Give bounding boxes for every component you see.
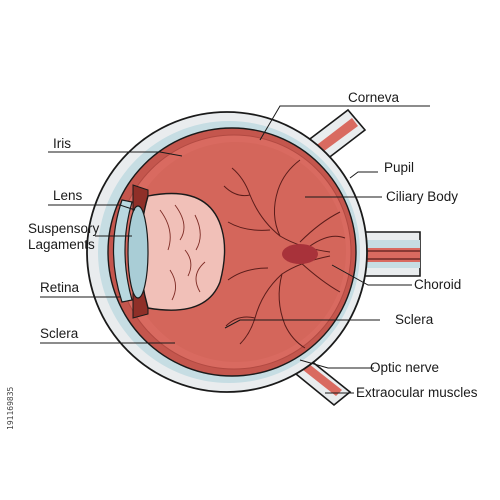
label-extraocular-muscles: Extraocular muscles [356, 385, 478, 400]
label-ciliary-body: Ciliary Body [386, 189, 458, 204]
stock-id: 191169835 [6, 386, 15, 430]
leader-lines [40, 105, 430, 394]
label-iris: Iris [53, 136, 71, 151]
optic-disc [282, 244, 318, 264]
cornea [112, 199, 133, 303]
label-suspensory-2: Lagaments [28, 237, 95, 252]
label-suspensory-1: Suspensory [28, 221, 100, 236]
label-pupil: Pupil [384, 160, 414, 175]
label-choroid: Choroid [414, 277, 461, 292]
lens [139, 192, 226, 311]
label-corneva: Corneva [348, 90, 400, 105]
label-sclera-right: Sclera [395, 312, 434, 327]
suspensory-ligaments [127, 205, 149, 299]
label-lens: Lens [53, 188, 83, 203]
label-optic-nerve: Optic nerve [370, 360, 439, 375]
label-retina: Retina [40, 280, 80, 295]
label-sclera-left: Sclera [40, 326, 79, 341]
